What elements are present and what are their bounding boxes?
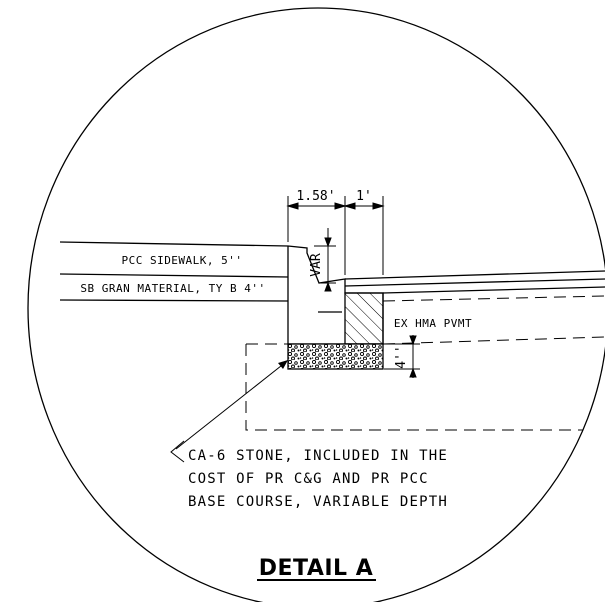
pavement-surface-line [344,270,605,280]
sidewalk-bottom-line [59,273,289,278]
note-line-1: CA-6 STONE, INCLUDED IN THE [188,448,448,464]
detail-boundary-circle [27,7,605,602]
sidewalk-top-line [59,241,289,247]
ca6-stone-layer [287,343,384,370]
excavation-limit-dashed [245,343,605,431]
note-line-3: BASE COURSE, VARIABLE DEPTH [188,494,448,510]
dim-stone-depth: 4'' [394,345,409,368]
dim-curb-width: 1.58' [296,189,335,204]
subbase-bottom-line [59,299,289,302]
label-ex-hma-pvmt: EX HMA PVMT [394,317,472,330]
pavement-hatched-block [344,292,384,345]
stone-depth-dimension [384,335,420,378]
detail-title: DETAIL A [259,556,374,581]
dim-gutter-width: 1' [356,189,372,204]
label-sb-gran-material: SB GRAN MATERIAL, TY B 4'' [80,282,265,295]
pavement-dashed-line-1 [382,295,605,302]
var-dimension [314,228,336,292]
top-dimension [286,196,385,275]
note-leader [170,360,288,463]
dim-curb-height: VAR [309,253,324,277]
note-line-2: COST OF PR C&G AND PR PCC [188,471,429,487]
label-pcc-sidewalk: PCC SIDEWALK, 5'' [121,254,242,267]
pavement-dashed-line-2 [382,336,605,345]
